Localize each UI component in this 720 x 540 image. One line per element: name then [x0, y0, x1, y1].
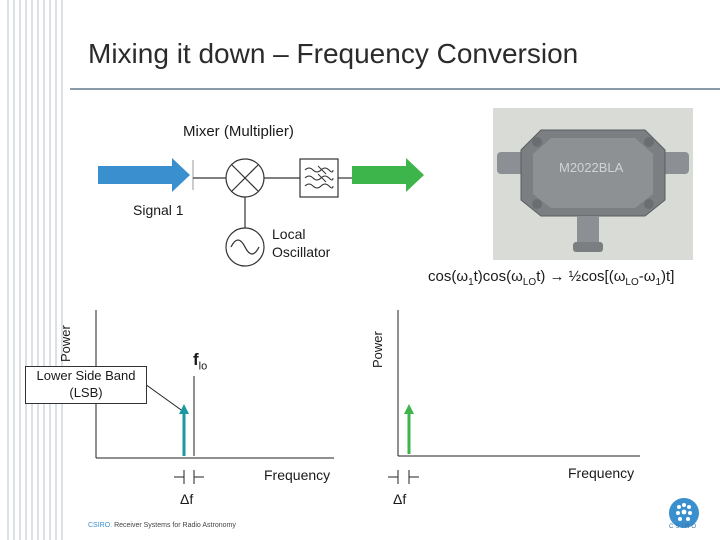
left-frequency-axis-label: Frequency	[264, 467, 331, 483]
lsb-line1: Lower Side Band	[36, 368, 136, 383]
signal-label: Signal 1	[133, 202, 184, 218]
right-delta-f-label: Δf	[393, 491, 407, 507]
delta-f-marker-right	[388, 470, 419, 484]
mixer-symbol-icon	[225, 158, 265, 198]
input-arrow-icon	[98, 158, 190, 192]
lsb-line2: (LSB)	[69, 385, 103, 400]
footer-brand: CSIRO.	[88, 522, 113, 529]
lsb-callout: Lower Side Band (LSB)	[25, 366, 147, 404]
mixing-equation: cos(ω1t)cos(ωLOt) → ½cos[(ωLO-ω1)t]	[428, 268, 675, 288]
lsb-spectral-line	[179, 404, 189, 456]
filter-symbol-icon	[299, 158, 339, 198]
mixer-photo: M2022BLA	[493, 108, 693, 260]
footer-text: Receiver Systems for Radio Astronomy	[112, 522, 236, 529]
lo-label-line2: Oscillator	[272, 244, 331, 260]
local-oscillator-icon	[225, 227, 265, 267]
mixer-label: Mixer (Multiplier)	[183, 123, 294, 140]
right-frequency-axis-label: Frequency	[568, 465, 635, 481]
csiro-logo-icon	[669, 498, 699, 528]
right-power-axis-label: Power	[370, 331, 385, 368]
logo-text: CSIRO	[669, 524, 699, 530]
lo-label-line1: Local	[272, 226, 306, 242]
slide-title: Mixing it down – Frequency Conversion	[88, 38, 579, 69]
delta-f-marker-left	[174, 470, 204, 484]
left-delta-f-label: Δf	[180, 491, 194, 507]
photo-part-label: M2022BLA	[559, 160, 624, 175]
flo-label: flo	[193, 350, 208, 373]
decorative-stripes	[7, 0, 63, 540]
if-spectral-line	[404, 404, 414, 454]
right-spectrum-axes	[397, 310, 640, 457]
local-oscillator-label: Local Oscillator	[272, 225, 330, 261]
footer: CSIRO. Receiver Systems for Radio Astron…	[88, 522, 236, 529]
output-arrow-icon	[352, 158, 424, 192]
left-power-axis-label: Power	[58, 325, 73, 362]
title-divider	[70, 88, 720, 90]
